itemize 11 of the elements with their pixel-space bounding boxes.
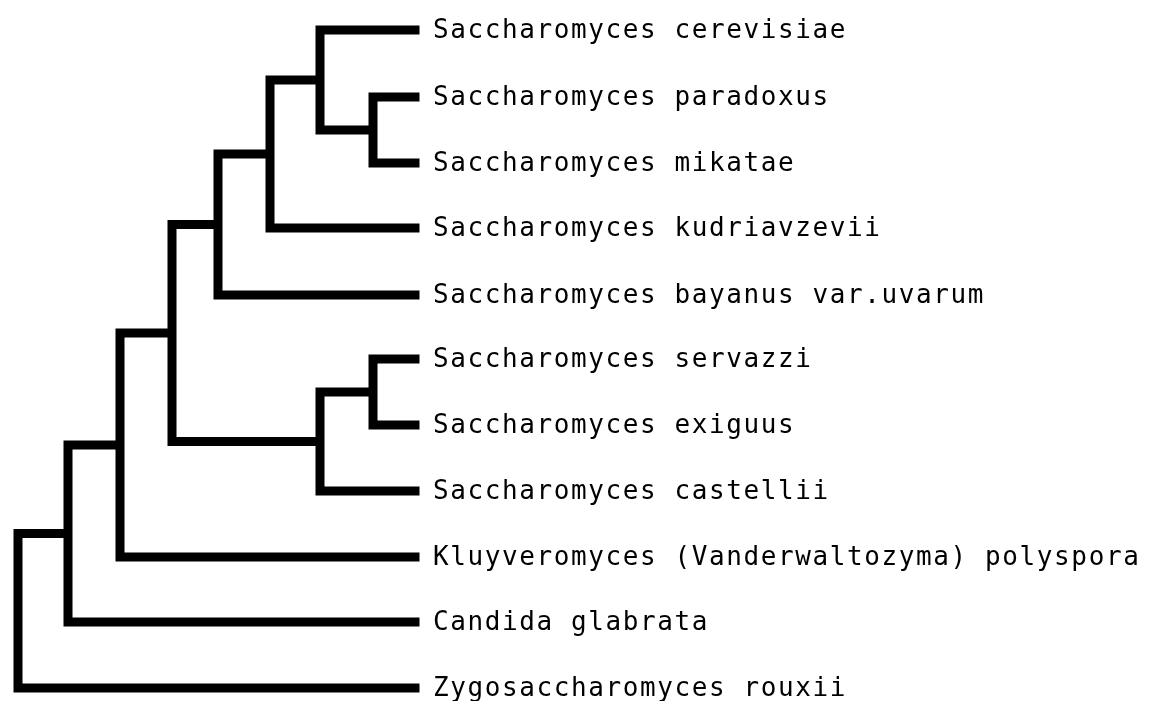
species-label: Saccharomyces kudriavzevii — [433, 212, 882, 242]
species-label: Kluyveromyces (Vanderwaltozyma) polyspora — [433, 541, 1141, 571]
species-label: Saccharomyces mikatae — [433, 147, 796, 177]
species-label: Saccharomyces servazzi — [433, 343, 813, 373]
species-label: Zygosaccharomyces rouxii — [433, 672, 848, 701]
species-label: Saccharomyces castellii — [433, 475, 830, 505]
species-label: Saccharomyces exiguus — [433, 409, 796, 439]
species-label: Saccharomyces paradoxus — [433, 81, 830, 111]
species-label: Saccharomyces cerevisiae — [433, 14, 848, 44]
species-label: Candida glabrata — [433, 606, 710, 636]
species-label: Saccharomyces bayanus var.uvarum — [433, 279, 986, 309]
